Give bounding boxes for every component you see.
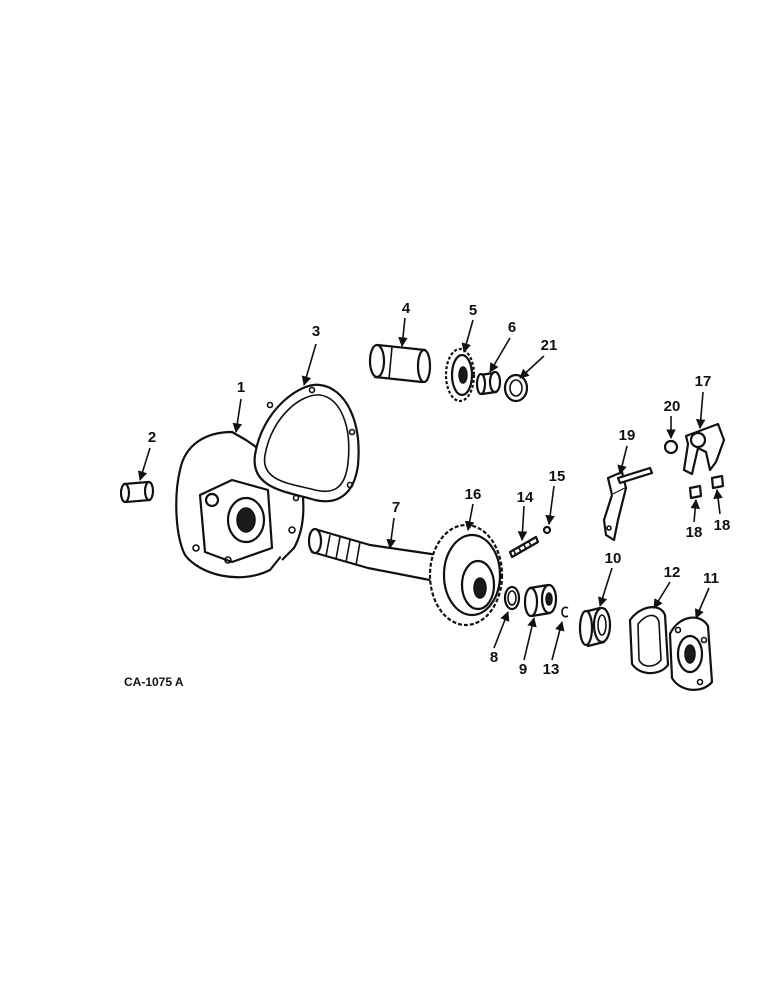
callout-14: 14 xyxy=(517,489,534,506)
part-11-cover xyxy=(668,616,714,691)
leader-12 xyxy=(653,581,671,609)
part-6-bearing xyxy=(475,370,502,396)
leader-14 xyxy=(517,505,528,541)
callout-5: 5 xyxy=(469,302,477,319)
leader-7 xyxy=(386,517,396,549)
callout-9: 9 xyxy=(519,661,527,678)
callout-2: 2 xyxy=(148,429,156,446)
leader-5 xyxy=(461,319,474,353)
callouts: 1 2 3 4 5 6 21 7 16 14 15 8 9 13 10 12 1… xyxy=(148,300,731,678)
leader-17 xyxy=(695,391,706,429)
callout-10: 10 xyxy=(605,550,622,567)
leader-11 xyxy=(695,587,710,619)
leader-13 xyxy=(551,621,565,661)
callout-6: 6 xyxy=(508,319,516,336)
part-18-block-left xyxy=(688,484,703,500)
part-13-retaining-ring xyxy=(561,606,569,618)
part-3-gasket xyxy=(253,383,360,503)
part-15-ball xyxy=(542,525,552,535)
leader-4 xyxy=(398,317,408,347)
callout-17: 17 xyxy=(695,373,712,390)
callout-19: 19 xyxy=(619,427,636,444)
callout-4: 4 xyxy=(402,300,411,317)
callout-21: 21 xyxy=(541,337,558,354)
callout-1: 1 xyxy=(237,379,245,396)
part-7-splined-shaft xyxy=(307,527,449,584)
leader-21 xyxy=(519,355,545,379)
callout-7: 7 xyxy=(392,499,400,516)
part-9-bearing xyxy=(523,583,558,618)
callout-11: 11 xyxy=(703,570,719,587)
leader-10 xyxy=(598,567,613,607)
leader-8 xyxy=(493,611,510,649)
part-5-gear xyxy=(444,347,476,403)
part-16-gear xyxy=(428,523,504,627)
callout-18-left: 18 xyxy=(686,524,703,541)
part-14-bolt xyxy=(508,535,540,559)
leader-2 xyxy=(137,447,151,481)
callout-20: 20 xyxy=(664,398,681,415)
part-20-ball xyxy=(663,439,679,455)
leader-1 xyxy=(232,398,243,433)
callout-3: 3 xyxy=(312,323,320,340)
leader-3 xyxy=(301,343,317,386)
callout-16: 16 xyxy=(465,486,482,503)
part-10-seal xyxy=(578,606,612,648)
leader-6 xyxy=(489,337,511,373)
callout-15: 15 xyxy=(549,468,566,485)
part-4-shaft xyxy=(368,343,432,384)
part-8-snap-ring xyxy=(503,585,521,611)
leader-18b xyxy=(713,489,723,515)
leader-19 xyxy=(617,445,628,475)
part-21-washer xyxy=(503,373,529,403)
leader-15 xyxy=(545,485,555,525)
part-2-bushing xyxy=(119,480,155,504)
leader-9 xyxy=(523,617,537,661)
part-17-fork xyxy=(682,422,726,476)
callout-12: 12 xyxy=(664,564,681,581)
leader-16 xyxy=(464,503,475,531)
part-18-block-right xyxy=(710,474,725,490)
figure-code: CA-1075 A xyxy=(124,675,184,689)
callout-8: 8 xyxy=(490,649,498,666)
part-19-lever xyxy=(602,466,654,542)
callout-13: 13 xyxy=(543,661,560,678)
leader-18a xyxy=(690,499,700,523)
part-12-gasket xyxy=(628,606,670,675)
callout-18-right: 18 xyxy=(714,517,731,534)
leader-lines xyxy=(137,317,723,661)
